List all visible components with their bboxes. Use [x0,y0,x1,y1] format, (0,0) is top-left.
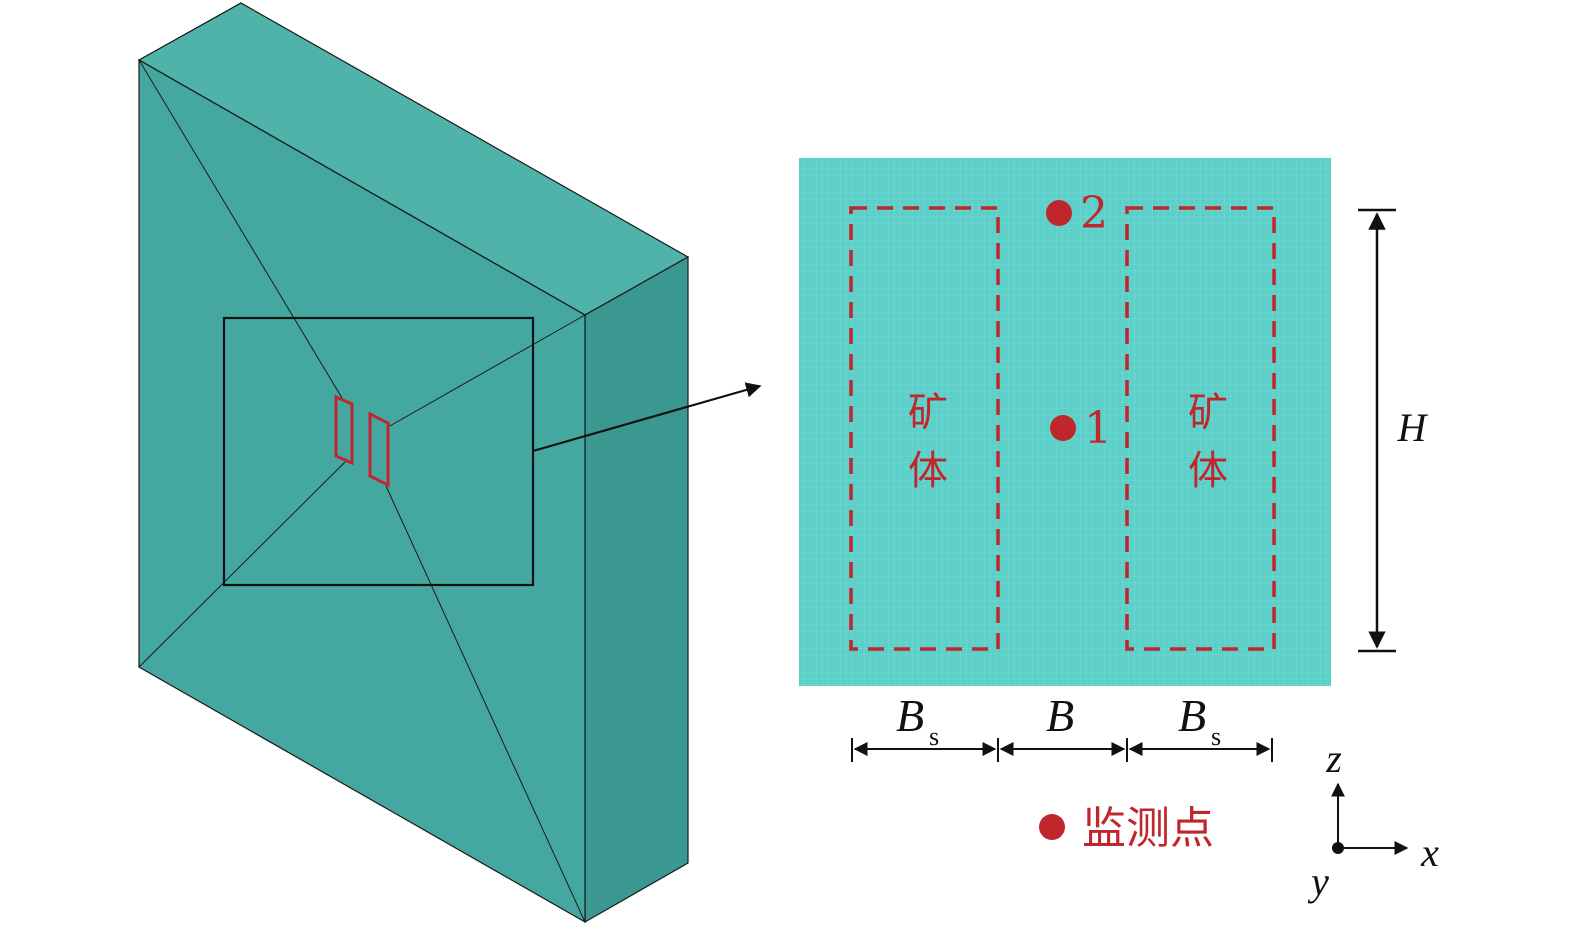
mesh-section: 矿 体 矿 体 2 1 [799,158,1331,686]
monitoring-point-1-label: 1 [1084,403,1112,454]
height-dimension [1358,208,1396,653]
monitoring-point-2-label: 2 [1080,188,1108,239]
axis-x-label: x [1420,830,1439,875]
ore-body-right-label-bottom: 体 [1188,448,1228,494]
legend: 监测点 [1039,803,1214,854]
front-face-diagonals [138,2,586,923]
ore-body-3d-left [334,394,354,466]
axis-z-label: z [1325,736,1342,781]
legend-label: 监测点 [1082,803,1214,854]
axis-origin [1332,842,1344,854]
ore-body-3d-right [368,411,390,488]
width-dimensions [851,738,1273,762]
zoom-frame [222,316,535,587]
coordinate-axes [1331,782,1409,855]
width-middle-label: B [1046,690,1074,741]
legend-marker [1039,814,1065,840]
block-side-face [584,255,689,924]
width-side-left-label: B [896,690,924,741]
zoom-arrow [532,382,762,453]
ore-body-right-label-top: 矿 [1188,390,1228,436]
width-side-left-subscript: s [929,722,939,751]
width-side-right-label: B [1178,690,1206,741]
monitoring-point-1-marker [1050,415,1076,441]
ore-body-left-outline [849,206,1000,651]
width-side-right-subscript: s [1211,722,1221,751]
ore-body-left-label-bottom: 体 [908,448,948,494]
axis-y-label: y [1307,859,1329,904]
height-label: H [1397,405,1429,450]
block-model [137,2,690,924]
monitoring-point-2-marker [1046,200,1072,226]
ore-body-right-outline [1125,206,1276,651]
ore-body-left-label-top: 矿 [908,390,948,436]
